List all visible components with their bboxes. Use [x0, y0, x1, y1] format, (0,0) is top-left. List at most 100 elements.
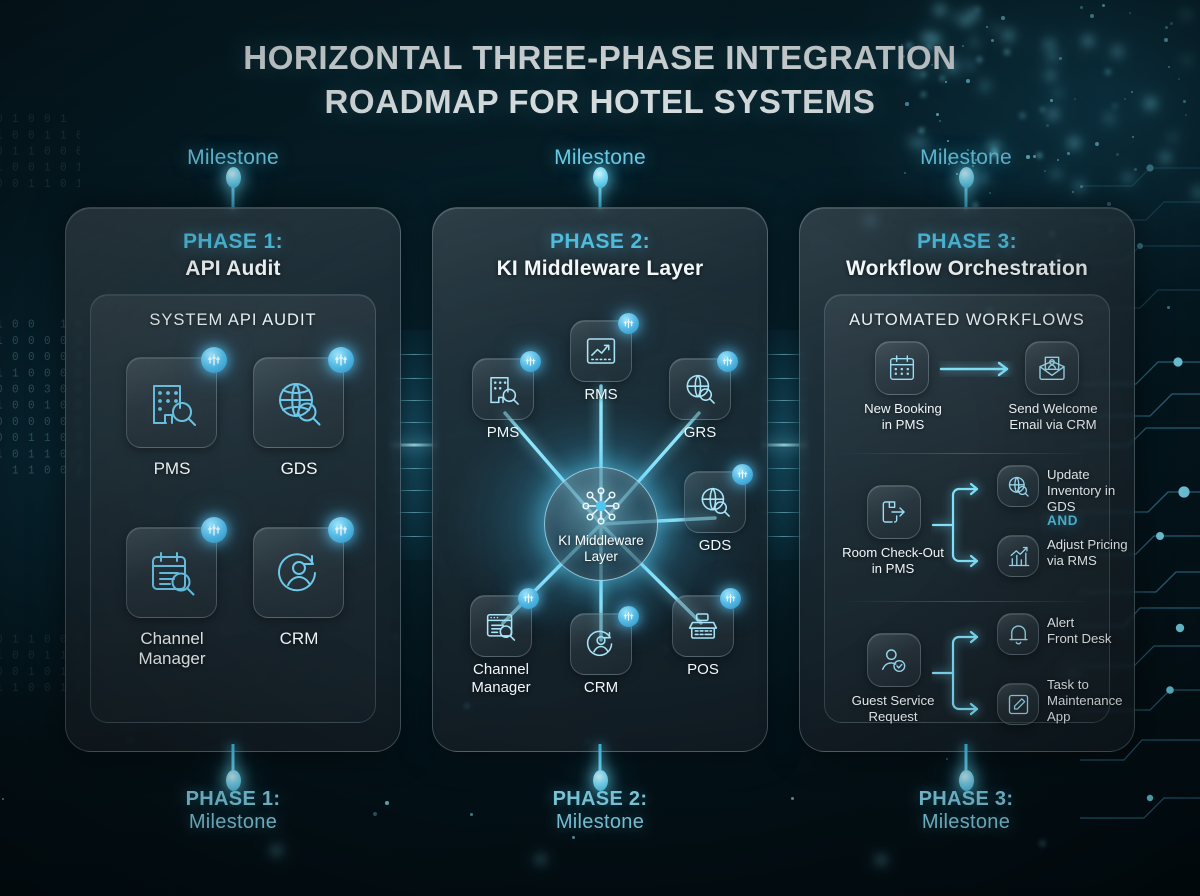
phase-3-number: PHASE 3: [800, 230, 1134, 254]
phase-2-node-pos[interactable] [672, 588, 741, 657]
api-connector-icon [720, 588, 741, 609]
particle-dot [1165, 26, 1168, 29]
workflow-3-action-2-icon-tile[interactable] [997, 683, 1039, 725]
particle-dot [1104, 113, 1115, 124]
milestone-bottom-line1-2: PHASE 2: [485, 788, 715, 811]
particle-dot [948, 156, 953, 161]
wf3-a1-l1: Alert [1047, 615, 1074, 630]
workflow-2-trigger-icon-tile[interactable] [867, 485, 921, 539]
wf1-action-l2: Email via CRM [1009, 417, 1096, 432]
milestone-pin-2 [598, 174, 602, 210]
particle-dot [1059, 57, 1062, 60]
particle-dot [936, 113, 940, 117]
particle-dot [1003, 30, 1014, 41]
particle-dot [536, 855, 545, 864]
particle-dot [975, 159, 977, 161]
milestone-bottom-phase-2: PHASE 2: Milestone [485, 744, 715, 834]
particle-dot [1037, 153, 1043, 159]
workflow-2[interactable]: Room Check-Out in PMS [839, 465, 1128, 593]
wf2-trigger-l1: Room Check-Out [842, 545, 944, 560]
api-connector-icon [618, 313, 639, 334]
phase-2-node-channel-manager[interactable] [470, 588, 539, 657]
phase-1-node-channel-manager[interactable] [126, 517, 227, 618]
particle-dot [1123, 173, 1133, 183]
title-line-2: ROADMAP FOR HOTEL SYSTEMS [0, 80, 1200, 124]
particle-dot [1054, 89, 1062, 97]
workflow-3-trigger-icon-tile[interactable] [867, 633, 921, 687]
phase-2-node-rms[interactable] [570, 313, 639, 382]
phase-2-panel[interactable]: PHASE 2: KI Middleware Layer [432, 207, 768, 752]
particle-dot [1039, 840, 1046, 847]
phase-1-node-crm[interactable] [253, 517, 354, 618]
particle-dot [921, 72, 927, 78]
workflow-2-and-label: AND [1047, 513, 1078, 528]
particle-dot [948, 163, 951, 166]
phase-2-hub[interactable]: KI Middleware Layer [544, 467, 658, 581]
particle-dot [1134, 168, 1138, 172]
workflow-1-action-icon-tile[interactable] [1025, 341, 1079, 395]
particle-dot [902, 55, 905, 58]
particle-dot [980, 174, 988, 182]
particle-dot [1069, 138, 1079, 148]
phase-3-panel[interactable]: PHASE 3: Workflow Orchestration AUTOMATE… [799, 207, 1135, 752]
particle-dot [1090, 14, 1094, 18]
phase-3-header: PHASE 3: Workflow Orchestration [800, 208, 1134, 281]
particle-dot [1072, 191, 1075, 194]
particle-dot [876, 855, 886, 865]
phase-1-node-gds[interactable] [253, 347, 354, 448]
particle-dot [930, 35, 939, 44]
particle-dot [1067, 152, 1071, 156]
particle-dot [1026, 155, 1030, 159]
api-connector-icon [518, 588, 539, 609]
workflow-1-arrow-icon [939, 361, 1009, 377]
phase-2-node-grs[interactable] [669, 351, 738, 420]
workflow-2-action-2-icon-tile[interactable] [997, 535, 1039, 577]
workflow-1-action-label: Send Welcome Email via CRM [989, 401, 1117, 433]
workflow-3[interactable]: Guest Service Request [837, 613, 1123, 741]
workflow-3-branch-connector [931, 630, 979, 716]
particle-dot [1131, 91, 1134, 94]
particle-dot [1074, 181, 1085, 192]
phase-1-node-pms[interactable] [126, 347, 227, 448]
particle-dot [1046, 124, 1049, 127]
particle-dot [947, 140, 949, 142]
page-title: HORIZONTAL THREE-PHASE INTEGRATION ROADM… [0, 36, 1200, 124]
workflow-2-branch-connector [931, 482, 979, 568]
particle-dot [1105, 69, 1111, 75]
particle-dot [967, 149, 969, 151]
phase-2-node-pms[interactable] [472, 351, 541, 420]
wf2-a1-l2: Inventory in GDS [1047, 483, 1115, 514]
particle-dot [1113, 47, 1122, 56]
workflow-3-trigger-label: Guest Service Request [837, 693, 949, 725]
particle-dot [986, 26, 989, 29]
workflow-1-trigger-icon-tile[interactable] [875, 341, 929, 395]
wf3-a2-l2: Maintenance [1047, 693, 1123, 708]
particle-dot [971, 154, 974, 157]
workflow-2-action-1-icon-tile[interactable] [997, 465, 1039, 507]
hub-label: KI Middleware Layer [558, 533, 644, 564]
particle-dot [921, 92, 927, 98]
particle-dot [1048, 109, 1059, 120]
phase-1-inner-title: SYSTEM API AUDIT [91, 295, 375, 330]
particle-dot [904, 172, 907, 175]
wf1-trigger-l1: New Booking [864, 401, 942, 416]
particle-dot [991, 39, 995, 43]
phase-1-label-channel-manager: Channel Manager [112, 629, 232, 668]
phase-1-number: PHASE 1: [66, 230, 400, 254]
particle-dot [945, 81, 947, 83]
particle-dot [972, 165, 975, 168]
calendar-icon [889, 355, 915, 381]
phase-2-label-crm: CRM [570, 679, 632, 697]
phase-1-panel[interactable]: PHASE 1: API Audit SYSTEM API AUDIT [65, 207, 401, 752]
user-check-icon [881, 649, 906, 673]
workflow-1[interactable]: New Booking in PMS [839, 341, 1099, 441]
particle-dot [1167, 306, 1170, 309]
phase-2-node-gds[interactable] [684, 464, 753, 533]
milestone-bottom-phase-1: PHASE 1: Milestone [118, 744, 348, 834]
workflow-3-action-1-icon-tile[interactable] [997, 613, 1039, 655]
particle-dot [956, 173, 959, 176]
particle-dot [1164, 38, 1169, 43]
milestone-pin-1 [231, 174, 235, 210]
phase-2-node-crm[interactable] [570, 606, 639, 675]
